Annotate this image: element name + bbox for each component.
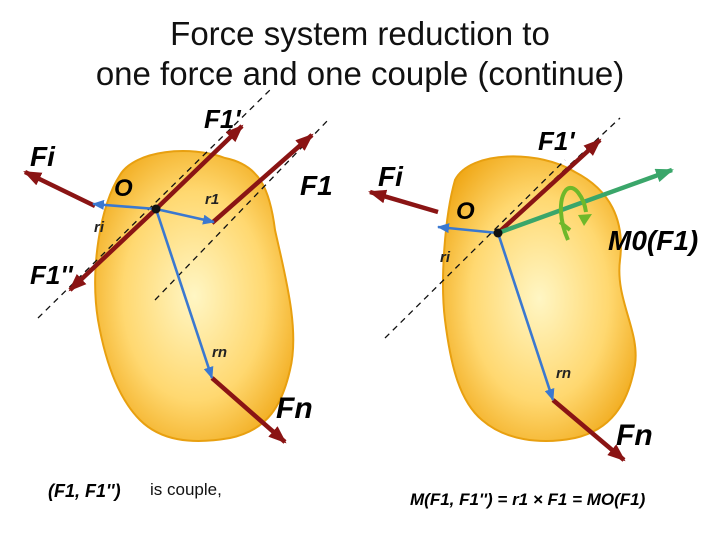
left-label-o: O [114,175,133,202]
left-radius-ri [92,199,157,211]
right-rigid-body [442,155,637,442]
left-label-f1-prime: F1' [204,104,241,134]
formula-couple-moment: M(F1, F1'') = r1 × F1 = MO(F1) [410,490,646,509]
right-force-fn [551,398,626,462]
right-label-o: O [456,198,475,225]
left-force-f1-double-prime [68,207,158,292]
right-label-fn: Fn [616,419,653,452]
left-radius-rn [154,208,214,379]
left-label-f1-double-prime: F1'' [30,260,74,290]
couple-caption: is couple, [150,480,222,499]
left-radius-r1 [155,207,215,225]
slide-title: Force system reduction to one force and … [0,14,720,94]
right-radius-rn [496,232,555,401]
right-label-f1-prime: F1' [538,126,575,156]
left-force-fn [210,376,287,444]
left-point-o [151,204,161,214]
left-label-ri: ri [94,219,105,236]
left-label-r1: r1 [205,191,219,208]
right-point-o [493,228,503,238]
left-rigid-body [94,150,295,442]
right-couple-arc-head [578,214,592,226]
right-force-f1-prime [496,138,602,235]
left-force-f1 [210,133,314,225]
formula-couple-pair: (F1, F1'') [48,481,121,501]
title-line-1: Force system reduction to [170,15,550,52]
right-label-ri: ri [440,249,451,266]
title-line-2: one force and one couple (continue) [95,55,625,92]
left-label-rn: rn [212,344,227,361]
left-label-f1: F1 [300,170,333,201]
right-couple-arc [558,186,588,241]
right-label-rn: rn [556,365,571,382]
left-label-fi: Fi [30,141,56,172]
left-force-fi [23,169,96,209]
left-force-f1-prime [154,124,244,211]
right-radius-ri [437,223,499,235]
left-label-fn: Fn [276,392,313,425]
right-label-m0-f1: M0(F1) [608,225,698,256]
right-force-fi [368,189,439,215]
right-line-of-action-1 [384,159,566,339]
right-label-fi: Fi [378,161,404,192]
